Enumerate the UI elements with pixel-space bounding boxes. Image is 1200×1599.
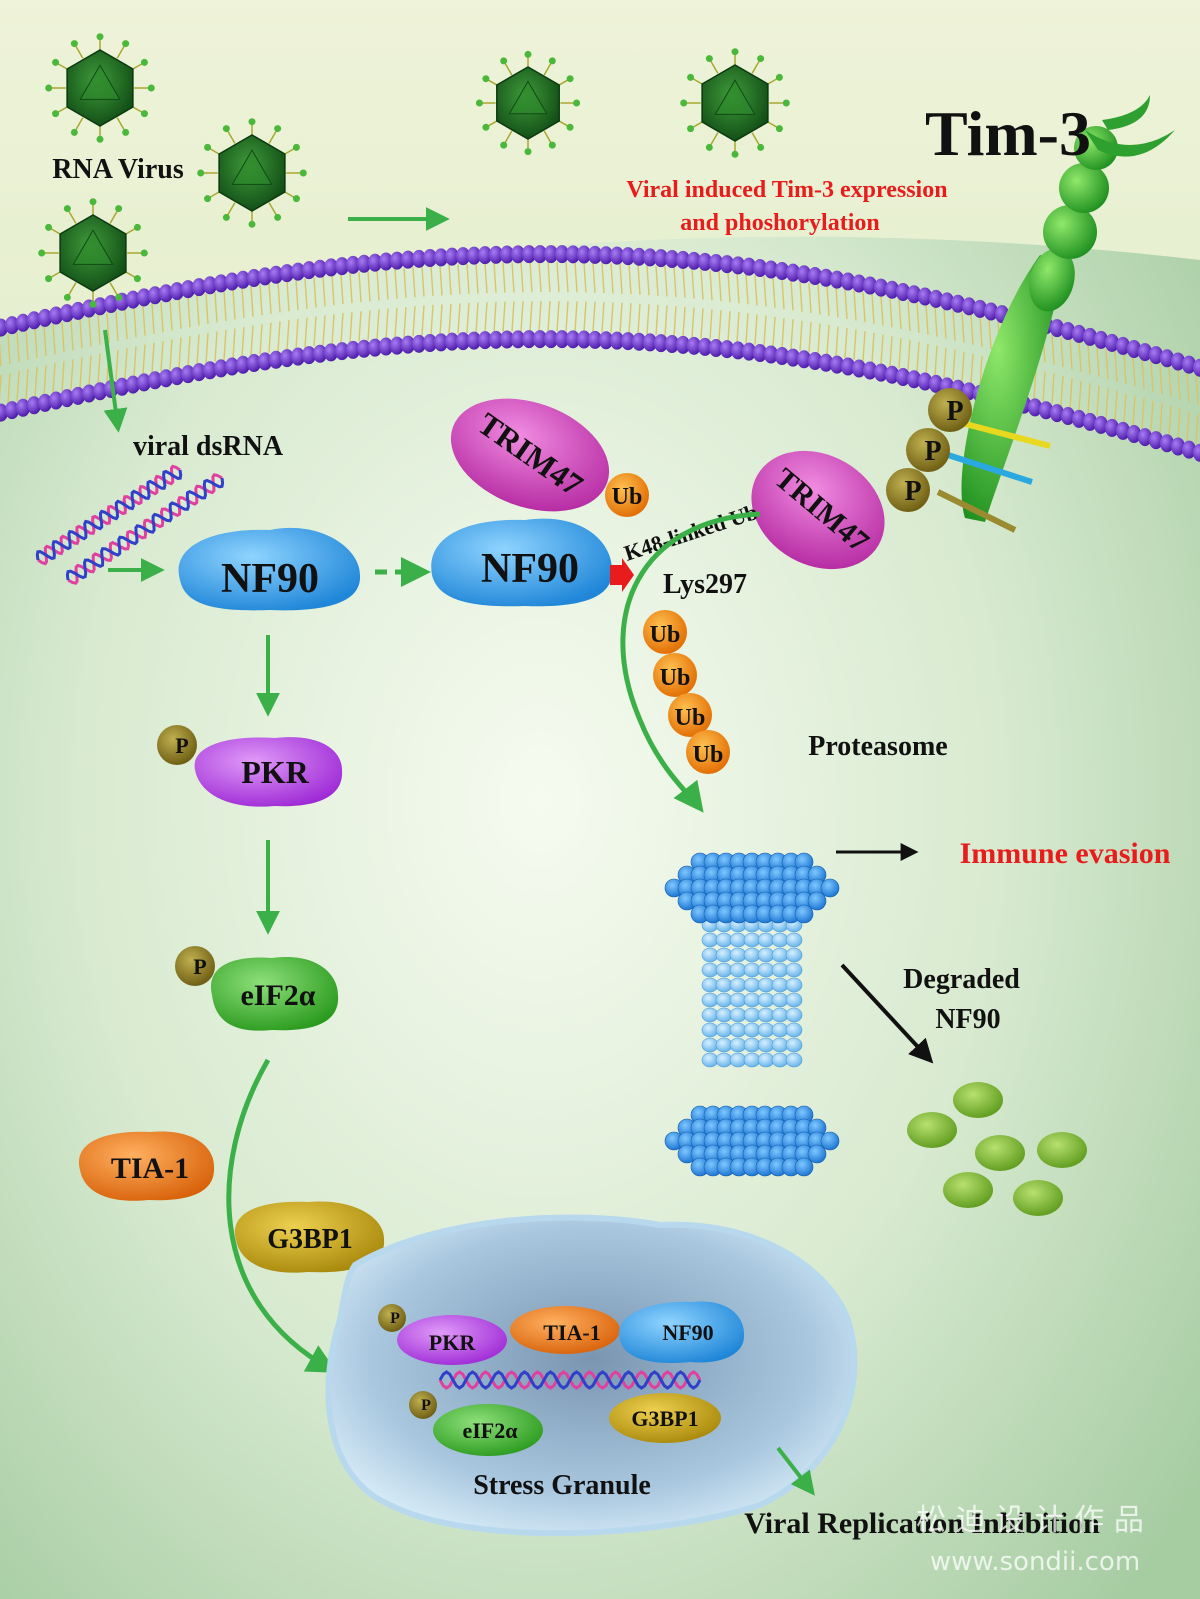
ub-label: Ub — [650, 622, 681, 648]
ub-icon: Ub — [605, 473, 649, 517]
cell-membrane — [0, 245, 1200, 462]
pkr-label: PKR — [241, 754, 309, 790]
ub-chain: Ub Ub Ub Ub — [643, 610, 730, 774]
nf90-label: NF90 — [481, 546, 579, 592]
eif2a-label: eIF2α — [462, 1418, 518, 1443]
ub-icon: Ub — [668, 693, 712, 737]
pkr-label: PKR — [429, 1330, 477, 1355]
arrow-ubiquitination-to-proteasome — [620, 511, 761, 813]
g3bp1-label: G3BP1 — [631, 1406, 698, 1431]
tia1-label: TIA-1 — [111, 1152, 189, 1185]
tia1-label: TIA-1 — [543, 1320, 600, 1345]
degraded-line1: Degraded — [903, 964, 1020, 995]
arrow-virus-entry — [103, 329, 128, 433]
stress-granule: PKR P TIA-1 NF90 eIF2α P G3BP1 Stress Gr… — [325, 1214, 858, 1537]
degraded-nf90-label: Degraded NF90 — [903, 964, 1027, 1035]
phospho-icon: P — [157, 725, 197, 765]
trim47-right: TRIM47 — [751, 450, 885, 570]
eif2a-label: eIF2α — [240, 979, 315, 1012]
rna-virus-label: RNA Virus — [52, 154, 184, 185]
tia1-protein: TIA-1 — [78, 1131, 215, 1201]
tim3-expression-line2: and phoshorylation — [680, 210, 879, 236]
virus-icon — [197, 118, 307, 228]
phospho-label: P — [421, 1397, 431, 1414]
nf90-center: NF90 — [431, 518, 613, 607]
ub-icon: Ub — [643, 610, 687, 654]
phospho-icon: P — [378, 1304, 406, 1332]
phospho-icon: P — [906, 428, 950, 472]
virus-icon — [475, 50, 581, 156]
stress-granule-label: Stress Granule — [473, 1470, 651, 1501]
tia1-protein: TIA-1 — [510, 1306, 620, 1354]
nf90-label: NF90 — [662, 1320, 713, 1345]
phospho-label: P — [390, 1310, 400, 1327]
watermark-cn: 松 迪 设 计 作 品 — [916, 1503, 1144, 1538]
lipid-heads — [0, 245, 1200, 462]
ub-label: Ub — [675, 705, 706, 731]
ub-icon: Ub — [686, 730, 730, 774]
virus-group — [38, 33, 790, 308]
trim47-upper: TRIM47 — [450, 398, 610, 512]
dsrna-helix — [35, 464, 225, 585]
proteasome-icon — [664, 852, 840, 1177]
phospho-icon: P — [886, 468, 930, 512]
immune-evasion-label: Immune evasion — [960, 837, 1171, 870]
ub-label: Ub — [612, 484, 643, 510]
tim3-receptor — [936, 95, 1175, 533]
arrow-sg-to-inhibition — [776, 1446, 815, 1496]
red-pointer-icon — [610, 558, 634, 592]
phospho-label: P — [193, 954, 206, 979]
pkr-protein: PKR — [194, 737, 343, 807]
virus-icon — [45, 33, 155, 143]
tim3-expression-line1: Viral induced Tim-3 expression — [626, 177, 947, 203]
tim3-phospho-group: P P P — [886, 388, 972, 512]
nf90-label: NF90 — [221, 556, 319, 602]
degraded-line2: NF90 — [935, 1004, 1000, 1035]
phospho-icon: P — [175, 946, 215, 986]
virus-icon — [680, 48, 790, 158]
tim3-expression-label: Viral induced Tim-3 expression and phosh… — [626, 177, 953, 236]
ub-icon: Ub — [653, 653, 697, 697]
dsrna-helix — [438, 1370, 702, 1390]
viral-dsrna-label: viral dsRNA — [133, 431, 284, 462]
proteasome-label: Proteasome — [808, 731, 947, 762]
virus-icon — [38, 198, 148, 308]
arrow-eif2a-to-stress-granule — [226, 1058, 338, 1373]
phospho-label: P — [946, 396, 963, 427]
phospho-icon: P — [409, 1391, 437, 1419]
lipid-tails — [0, 262, 1199, 444]
ub-label: Ub — [660, 665, 691, 691]
tim3-label: Tim-3 — [925, 98, 1091, 169]
phospho-label: P — [175, 733, 188, 758]
viral-replication-inhibition-label: Viral Replication Inhibition — [744, 1507, 1100, 1540]
g3bp1-protein: G3BP1 — [609, 1393, 721, 1443]
eif2a-protein: eIF2α — [433, 1404, 543, 1456]
degraded-nf90-fragments — [907, 1082, 1087, 1216]
phospho-label: P — [924, 436, 941, 467]
arrow-proteasome-to-degraded — [840, 963, 934, 1064]
phospho-label: P — [904, 476, 921, 507]
g3bp1-label: G3BP1 — [267, 1224, 353, 1255]
watermark-url: www.sondii.com — [930, 1547, 1140, 1577]
lys297-label: Lys297 — [663, 569, 747, 600]
extracellular-background — [0, 0, 1200, 330]
ub-label: Ub — [693, 742, 724, 768]
g3bp1-protein: G3BP1 — [234, 1201, 385, 1273]
eif2a-protein: eIF2α — [210, 957, 339, 1031]
pkr-protein: PKR — [397, 1315, 507, 1365]
phospho-icon: P — [928, 388, 972, 432]
nf90-protein: NF90 — [618, 1301, 745, 1364]
nf90-left: NF90 — [178, 527, 361, 611]
